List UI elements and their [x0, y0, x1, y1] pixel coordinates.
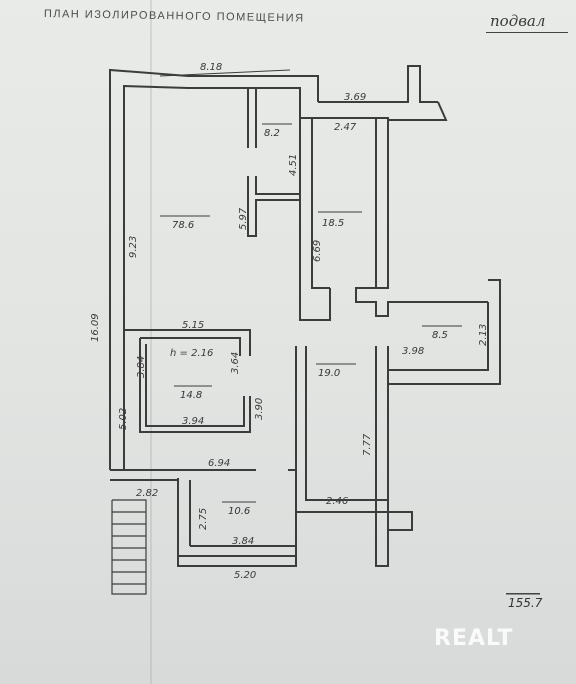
- wall-room85-inner: [388, 302, 489, 371]
- dim-502: 5.02: [118, 408, 129, 430]
- total-area: 155.7: [508, 596, 543, 610]
- wall-partition-597: [247, 176, 300, 237]
- wall-room185-left: [299, 102, 331, 321]
- floor-label: подвал: [490, 12, 546, 30]
- dim-282: 2.82: [136, 488, 158, 499]
- dim-364: 3.64: [230, 352, 241, 374]
- dim-384-left: 3.84: [136, 356, 147, 378]
- room-area-10-6: 10.6: [228, 506, 250, 517]
- dim-520: 5.20: [234, 570, 256, 581]
- dimension-lines: [159, 69, 540, 595]
- staircase: [111, 499, 147, 595]
- dim-room185-top: 2.47: [334, 122, 357, 133]
- room-area-18-5: 18.5: [322, 218, 344, 229]
- wall-outer-left: [109, 68, 319, 470]
- dim-275: 2.75: [198, 508, 209, 530]
- dim-451: 4.51: [288, 154, 299, 176]
- room-area-19-0: 19.0: [318, 368, 340, 379]
- dim-515: 5.15: [182, 320, 204, 331]
- wall-corridor-end: [388, 101, 448, 121]
- wall-partition-597-b: [255, 176, 300, 195]
- wall-room185-left-inner: [311, 118, 330, 289]
- wall-room185-right: [355, 118, 488, 317]
- stair-outline: [111, 499, 147, 595]
- walls: [109, 65, 501, 567]
- dim-669: 6.69: [312, 240, 323, 262]
- wall-entry: [110, 479, 297, 567]
- wall-outer-left-inner: [123, 84, 301, 470]
- room-area-8-2: 8.2: [264, 128, 280, 139]
- dim-213: 2.13: [478, 324, 489, 346]
- dim-384-bottom: 3.84: [232, 536, 254, 547]
- wall-room148-top: [124, 329, 251, 356]
- dim-top: 8.18: [200, 62, 222, 73]
- wall-room190-bottom: [296, 511, 389, 567]
- wall-room190-left: [177, 346, 297, 557]
- dimline-top: [159, 69, 291, 77]
- wall-corridor-top: [318, 65, 438, 103]
- dim-777: 7.77: [362, 433, 373, 456]
- dim-597: 5.97: [238, 207, 249, 230]
- dim-1609: 16.09: [90, 313, 101, 342]
- dim-246: 2.46: [326, 496, 348, 507]
- paper-fold: [150, 0, 152, 684]
- dim-923: 9.23: [128, 236, 139, 258]
- wall-room190-left-inner: [305, 346, 413, 531]
- floor-label-underline: [486, 32, 568, 33]
- dim-top-right: 3.69: [344, 92, 366, 103]
- realt-watermark: REALT: [434, 626, 514, 651]
- room-area-78-6: 78.6: [172, 220, 194, 231]
- wall-room148-left-inner: [145, 344, 245, 427]
- dim-694: 6.94: [208, 458, 230, 469]
- dim-390: 3.90: [254, 398, 265, 420]
- dim-394: 3.94: [182, 416, 204, 427]
- total-area-overline: [506, 593, 540, 594]
- dim-398: 3.98: [402, 346, 424, 357]
- wall-room148-top-inner: [140, 337, 241, 356]
- wall-room148-left: [139, 338, 251, 433]
- room-area-14-8: 14.8: [180, 390, 202, 401]
- wall-corridor-bottom: [300, 117, 389, 289]
- room-area-8-5: 8.5: [432, 330, 448, 341]
- ceiling-height: h = 2.16: [170, 348, 213, 359]
